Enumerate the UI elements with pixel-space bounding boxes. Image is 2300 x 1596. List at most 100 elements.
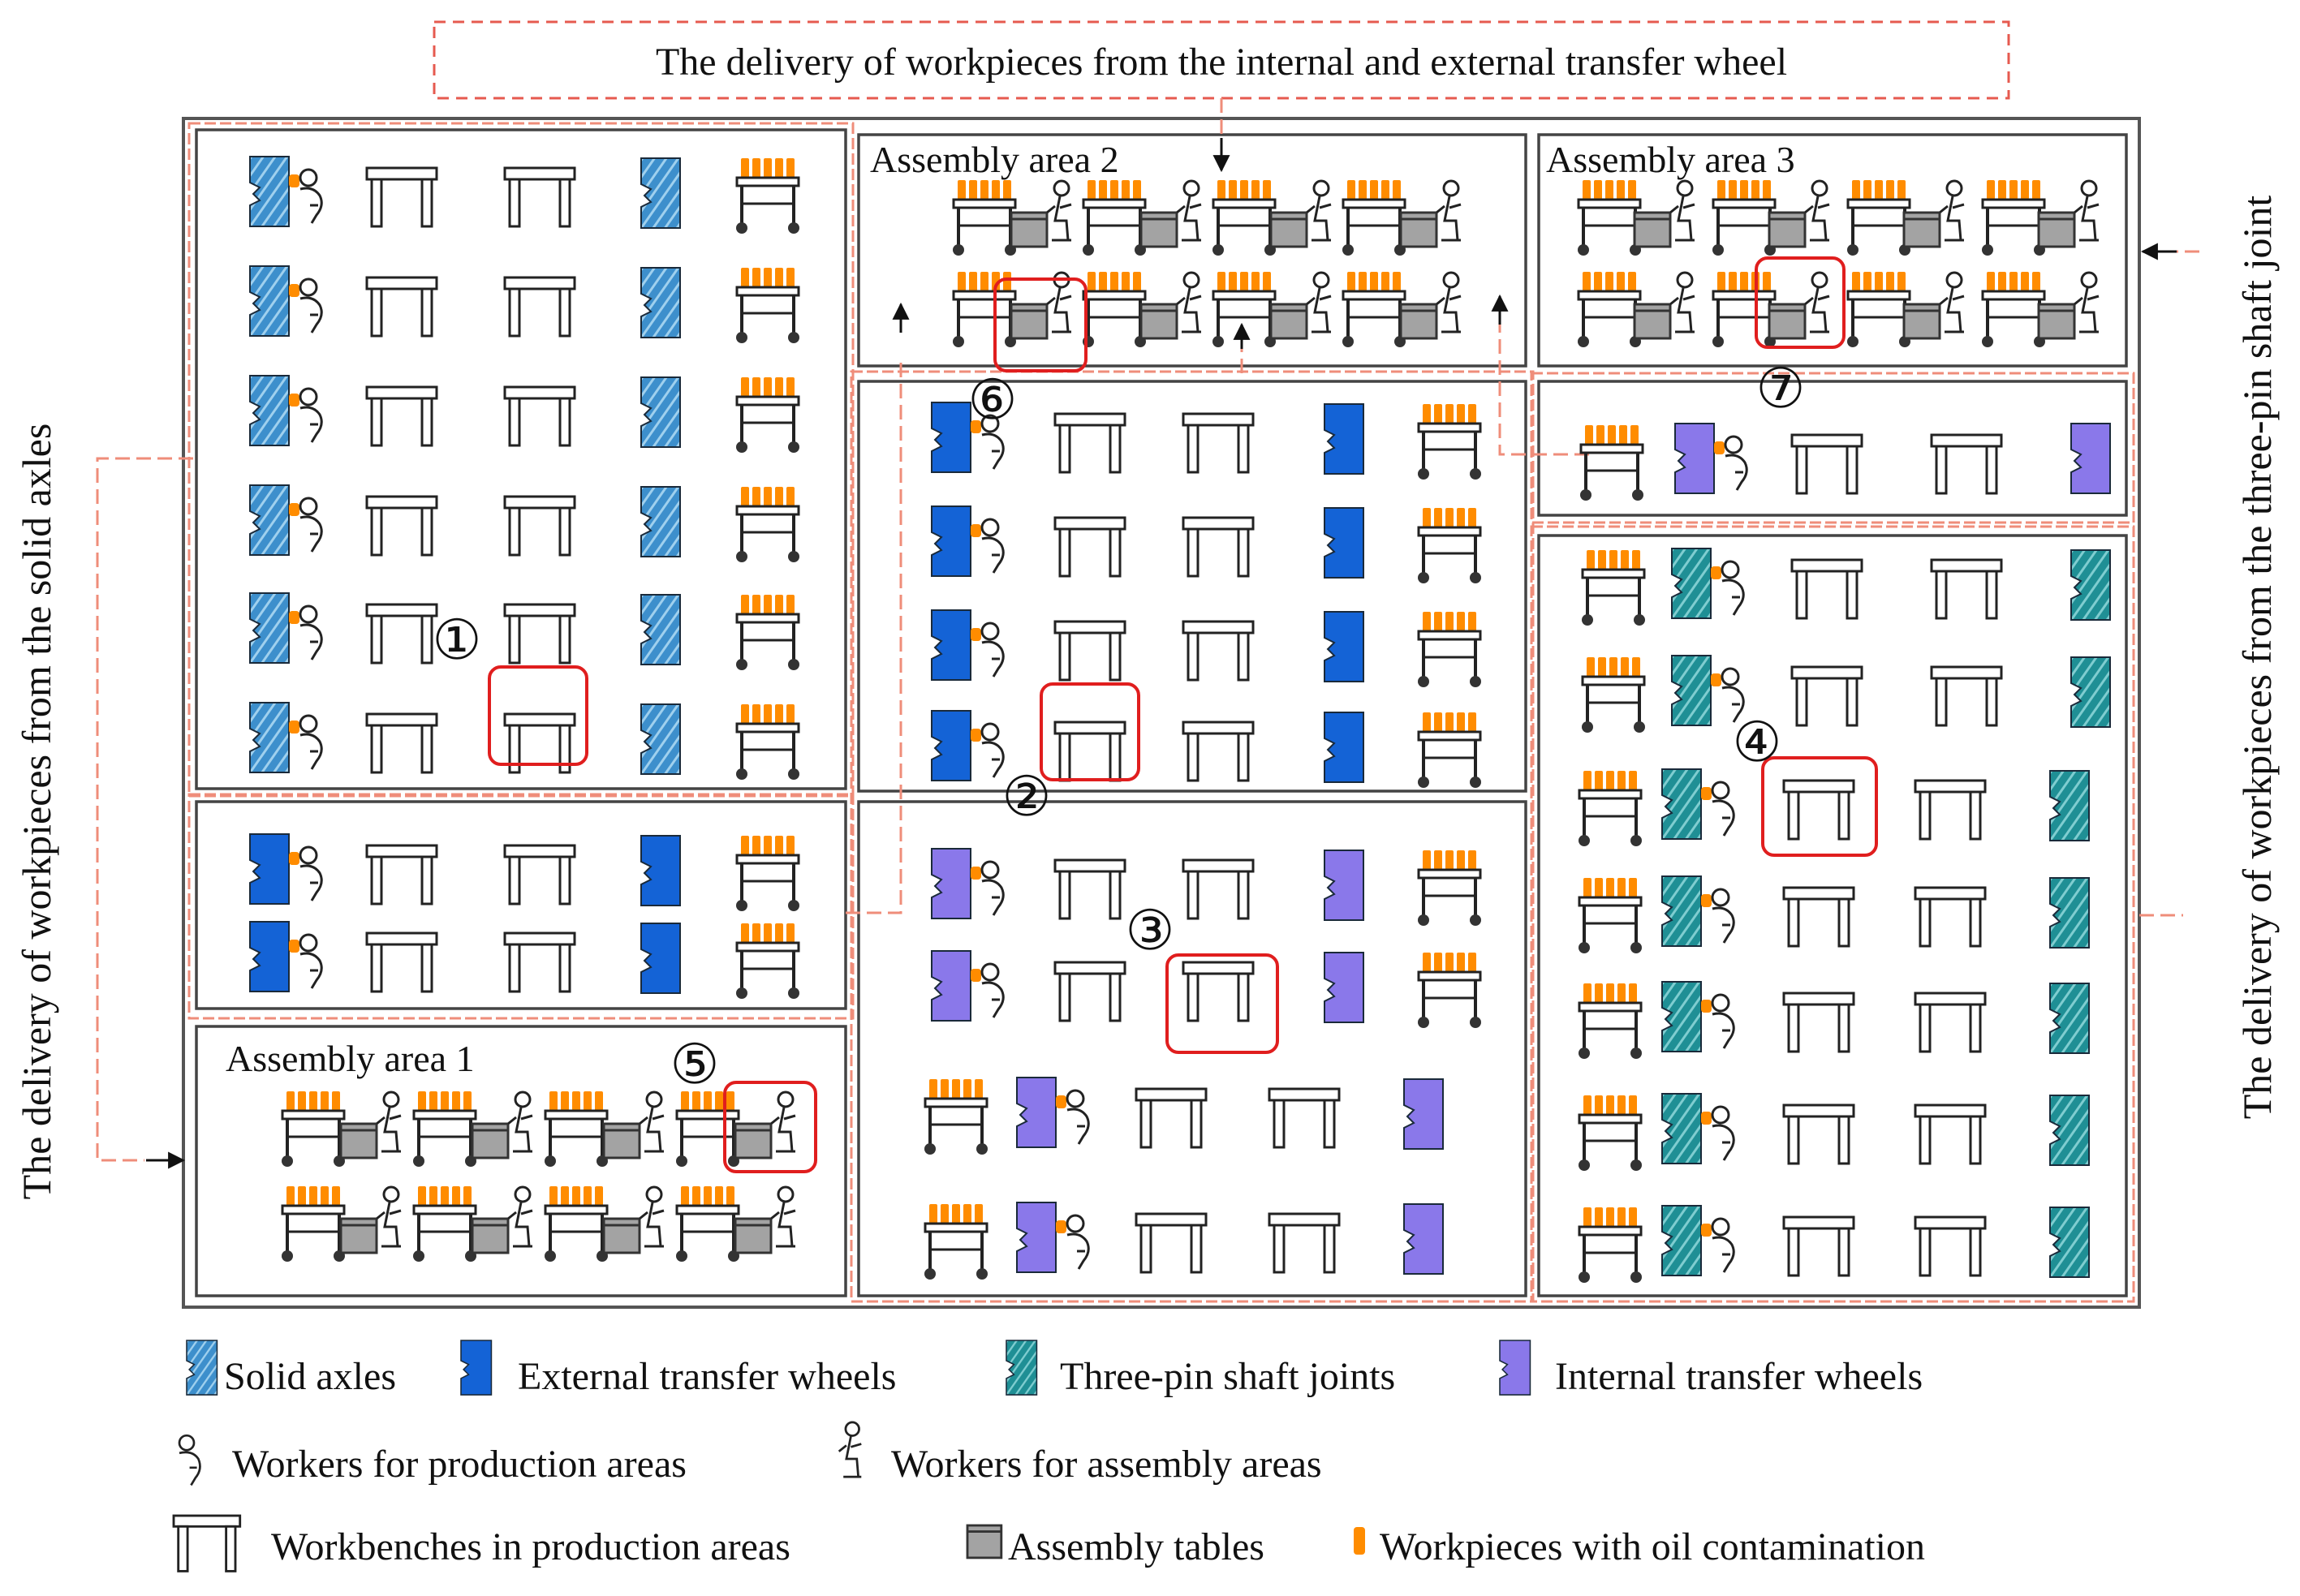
external-wheel-icon xyxy=(1324,507,1364,579)
assembly-worker-icon xyxy=(1046,271,1072,333)
assembly-worker-icon xyxy=(838,1421,862,1478)
three-pin-joint-icon xyxy=(2049,877,2090,949)
production-worker-icon xyxy=(1671,655,1745,726)
production-area-internal-small xyxy=(1537,380,2128,517)
production-worker-icon xyxy=(1661,768,1735,840)
workbench-icon xyxy=(1182,961,1255,1022)
assembly-worker-icon xyxy=(770,1185,796,1248)
assembly-table-icon xyxy=(1633,211,1672,248)
oil-cart-icon xyxy=(1846,180,1911,256)
legend-workbenches-label: Workbenches in production areas xyxy=(271,1525,790,1568)
solid-axle-icon xyxy=(640,486,681,557)
workbench-icon xyxy=(1930,433,2003,495)
assembly-table-icon xyxy=(734,1122,773,1159)
oil-cart-icon xyxy=(735,268,800,343)
three-pin-joint-icon xyxy=(2049,770,2090,841)
assembly-worker-icon xyxy=(507,1091,533,1153)
oil-cart-icon xyxy=(1212,272,1277,347)
oil-cart-icon xyxy=(675,1186,740,1262)
oil-cart-icon xyxy=(735,158,800,234)
external-wheel-icon xyxy=(1324,712,1364,783)
assembly-area-1-title: Assembly area 1 xyxy=(226,1038,475,1079)
production-worker-icon xyxy=(931,848,1005,919)
assembly-table-icon xyxy=(339,1217,378,1254)
oil-cart-icon xyxy=(281,1186,346,1262)
production-worker-icon xyxy=(931,609,1005,681)
assembly-worker-icon xyxy=(507,1185,533,1248)
oil-cart-icon xyxy=(1577,272,1642,347)
solid-axle-icon xyxy=(640,267,681,338)
production-worker-icon xyxy=(249,375,323,446)
marker-2: ② xyxy=(1002,765,1052,829)
marker-3: ③ xyxy=(1126,899,1175,963)
production-worker-icon xyxy=(249,156,323,227)
highlight-box-1 xyxy=(488,665,588,766)
assembly-area-3-box xyxy=(1537,133,2128,368)
three-pin-joint-icon xyxy=(2070,656,2111,728)
oil-cart-icon xyxy=(675,1091,740,1167)
legend-oil-workpieces-label: Workpieces with oil contamination xyxy=(1380,1525,1925,1568)
workbench-icon xyxy=(1182,721,1255,782)
left-label: The delivery of workpieces from the soli… xyxy=(14,424,59,1200)
highlight-box-2 xyxy=(1040,682,1140,781)
oil-cart-icon xyxy=(412,1091,477,1167)
production-worker-icon xyxy=(1661,1205,1735,1276)
assembly-worker-icon xyxy=(2074,271,2100,333)
oil-cart-icon xyxy=(1082,272,1147,347)
internal-wheel-icon xyxy=(1324,850,1364,921)
oil-cart-icon xyxy=(735,487,800,562)
oil-cart-icon xyxy=(1578,983,1643,1059)
assembly-table-icon xyxy=(1902,211,1941,248)
production-area-internal xyxy=(857,800,1527,1297)
assembly-table-icon xyxy=(602,1122,641,1159)
production-worker-icon xyxy=(931,710,1005,781)
marker-5: ⑤ xyxy=(670,1033,720,1097)
assembly-worker-icon xyxy=(1436,179,1462,242)
assembly-table-icon xyxy=(1399,303,1438,340)
solid-axle-icon xyxy=(640,157,681,229)
oil-cart-icon xyxy=(735,704,800,780)
workbench-icon xyxy=(503,385,576,447)
workbench-icon xyxy=(1914,779,1987,841)
legend-production-workers-label: Workers for production areas xyxy=(232,1443,687,1486)
assembly-worker-icon xyxy=(770,1091,796,1153)
assembly-worker-icon xyxy=(1306,271,1332,333)
workbench-icon xyxy=(1053,961,1126,1022)
assembly-worker-icon xyxy=(376,1185,402,1248)
oil-cart-icon xyxy=(1342,180,1406,256)
external-wheel-icon xyxy=(640,835,681,906)
three-pin-joint-icon xyxy=(2049,1207,2090,1278)
oil-cart-icon xyxy=(1981,180,2046,256)
oil-cart-icon xyxy=(1578,771,1643,846)
oil-cart-icon xyxy=(1581,657,1646,733)
assembly-worker-icon xyxy=(1804,271,1830,333)
legend-external-wheels-label: External transfer wheels xyxy=(518,1355,896,1398)
oil-cart-icon xyxy=(1417,404,1482,480)
top-label: The delivery of workpieces from the inte… xyxy=(656,41,1787,84)
workbench-icon xyxy=(503,603,576,665)
workbench-icon xyxy=(1182,858,1255,920)
workbench-icon xyxy=(503,931,576,993)
assembly-table-icon xyxy=(1139,303,1178,340)
production-worker-icon xyxy=(1661,981,1735,1052)
assembly-table-icon xyxy=(1139,211,1178,248)
assembly-table-icon xyxy=(966,1524,1003,1559)
production-worker-icon xyxy=(931,505,1005,577)
oil-cart-icon xyxy=(1417,850,1482,926)
internal-wheel-icon xyxy=(1324,952,1364,1023)
assembly-worker-icon xyxy=(639,1091,665,1153)
external-wheel-icon xyxy=(640,923,681,994)
workbench-icon xyxy=(1930,665,2003,727)
internal-wheel-icon xyxy=(2070,423,2111,494)
oil-cart-icon xyxy=(1417,508,1482,583)
assembly-table-icon xyxy=(734,1217,773,1254)
flow-arrowheads xyxy=(146,138,2177,1169)
assembly-worker-icon xyxy=(1436,271,1462,333)
assembly-table-icon xyxy=(1269,303,1308,340)
external-wheel-icon xyxy=(1324,403,1364,475)
assembly-table-icon xyxy=(1902,303,1941,340)
oil-cart-icon xyxy=(1579,425,1644,501)
workbench-icon xyxy=(1790,665,1863,727)
solid-axle-icon xyxy=(640,703,681,775)
assembly-worker-icon xyxy=(1939,271,1965,333)
